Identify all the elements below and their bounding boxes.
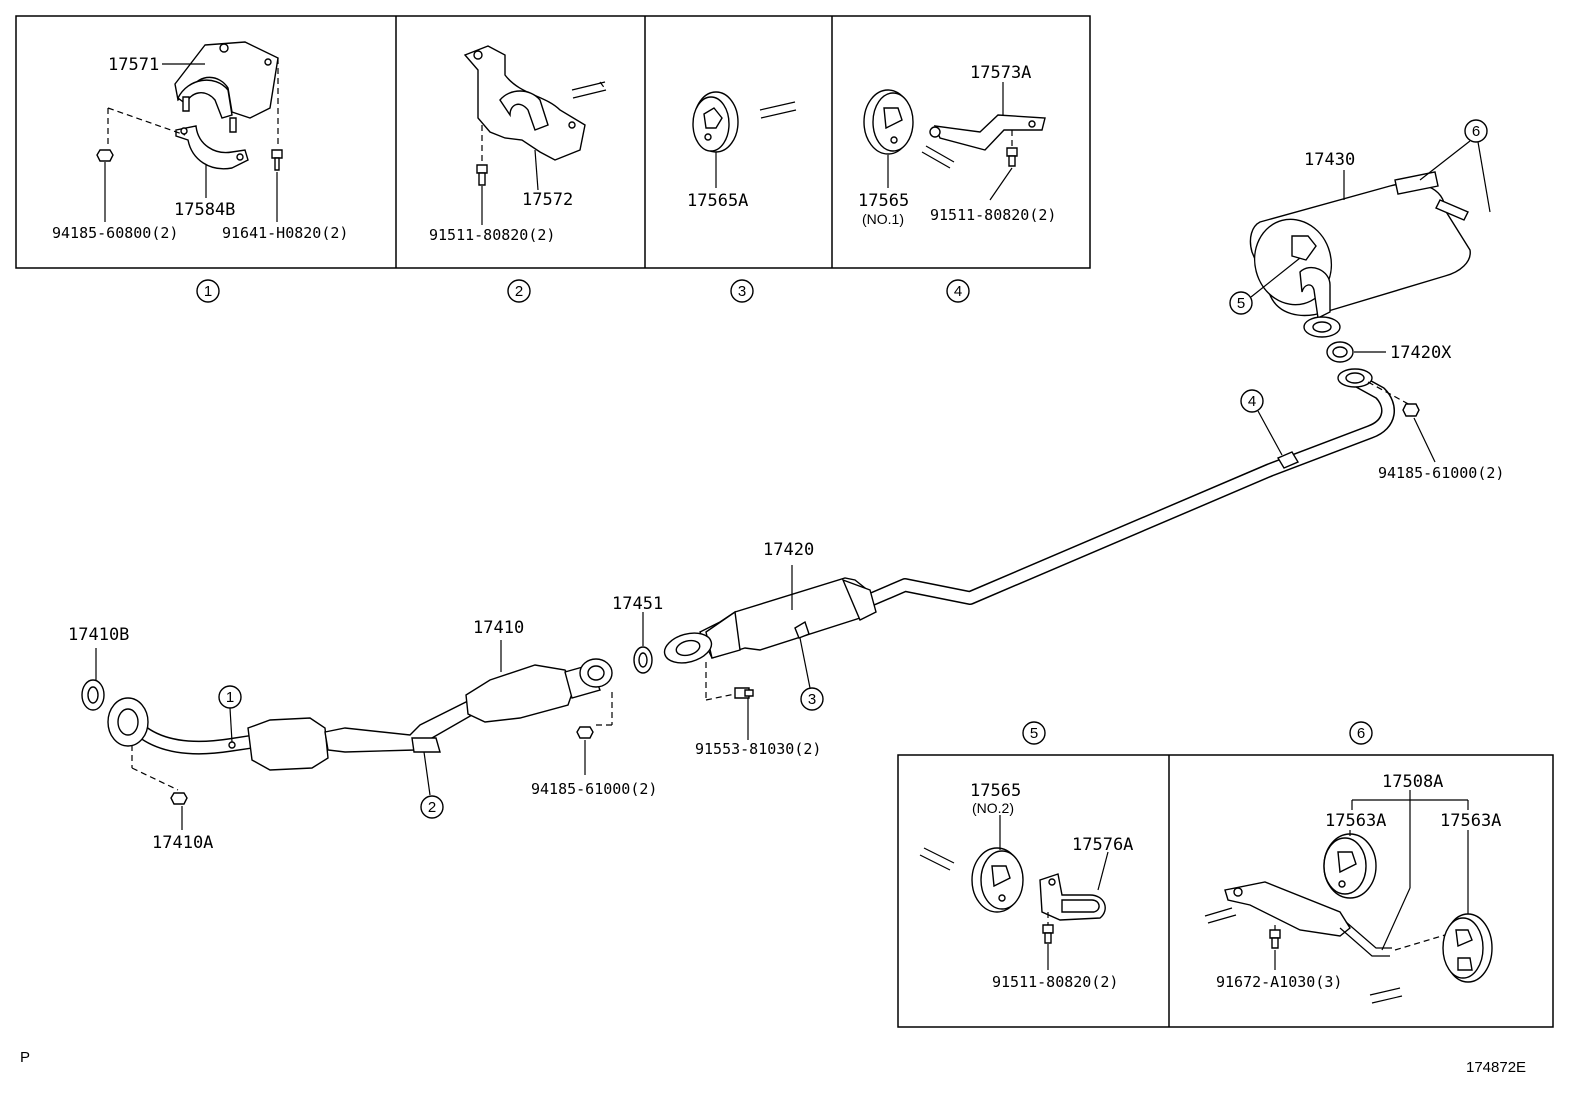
bottom-detail-panel — [897, 754, 1554, 1028]
lower-clamp-17584B-drawing — [175, 125, 249, 170]
fastener-label: 91641-H0820(2) — [222, 224, 348, 242]
callout-5-bottom: 5 — [1022, 721, 1046, 745]
svg-text:6: 6 — [1357, 725, 1365, 742]
fastener-label: 91511-80820(2) — [930, 206, 1056, 224]
callout-4-main: 4 — [1240, 389, 1283, 456]
figure-id: 174872E — [1466, 1059, 1526, 1076]
part-label: 17565 — [858, 191, 909, 211]
callout-2-main: 2 — [420, 795, 444, 819]
part-note: (NO.1) — [862, 211, 904, 227]
callout-3-top: 3 — [730, 279, 754, 303]
fastener-label: 91511-80820(2) — [992, 973, 1118, 991]
callout-5-main: 5 — [1229, 257, 1301, 315]
callout-1-top: 1 — [196, 279, 220, 303]
svg-text:4: 4 — [1248, 393, 1256, 410]
svg-text:2: 2 — [515, 283, 523, 300]
detail-box-1: 17571 17584B 94185-60800(2) 91641-H0820(… — [52, 41, 348, 242]
part-label: 17571 — [108, 55, 159, 75]
part-label: 17565 — [970, 781, 1021, 801]
front-flange-drawing — [107, 697, 149, 747]
callout-6-bottom: 6 — [1349, 721, 1373, 745]
callout-3-main: 3 — [800, 687, 824, 711]
gasket-17451-drawing — [633, 612, 653, 674]
bracket-17508A-drawing — [1224, 881, 1392, 957]
part-label: 17565A — [687, 191, 748, 211]
svg-text:5: 5 — [1237, 295, 1245, 312]
fastener-label: 91672-A1030(3) — [1216, 973, 1342, 991]
front-pipe-17410-drawing — [123, 658, 613, 771]
part-label: 17420X — [1390, 343, 1452, 363]
nut-drawing — [170, 792, 188, 805]
svg-text:2: 2 — [428, 799, 436, 816]
bracket-17576A-drawing — [1039, 873, 1106, 921]
detail-box-4: 17573A 17565 (NO.1) 91511-80820(2) — [858, 63, 1056, 227]
hanger-17565A-drawing — [692, 91, 739, 153]
bolt-drawing — [182, 96, 190, 112]
svg-text:6: 6 — [1472, 123, 1480, 140]
svg-text:1: 1 — [226, 689, 234, 706]
svg-text:5: 5 — [1030, 725, 1038, 742]
part-label: 17563A — [1325, 811, 1386, 831]
detail-box-6: 17508A 17563A 17563A 91672-A1030(3) — [1204, 772, 1501, 1004]
bolt-flange-drawing — [271, 149, 283, 171]
hanger-17563A-left-drawing — [1323, 833, 1377, 899]
fastener-label: 94185-61000(2) — [531, 780, 657, 798]
part-label: 17410 — [473, 618, 524, 638]
callout-2-top: 2 — [507, 279, 531, 303]
part-label: 17572 — [522, 190, 573, 210]
part-label: 17430 — [1304, 150, 1355, 170]
gasket-17420X-drawing — [1326, 341, 1386, 363]
gasket-17410B-drawing — [81, 648, 105, 711]
part-label: 17584B — [174, 200, 235, 220]
bracket-17573A-drawing — [929, 114, 1046, 151]
detail-box-3: 17565A — [687, 91, 797, 211]
detail-box-2: 17572 91511-80820(2) — [429, 45, 607, 244]
hanger-17565-no2-drawing — [971, 847, 1024, 913]
bolt-drawing — [229, 117, 237, 133]
svg-text:1: 1 — [204, 283, 212, 300]
part-label: 17563A — [1440, 811, 1501, 831]
muffler-17430-drawing — [1249, 171, 1471, 338]
fastener-label: 91553-81030(2) — [695, 740, 821, 758]
part-label: 17410A — [152, 833, 213, 853]
top-detail-panel — [15, 15, 1091, 269]
part-note: (NO.2) — [972, 800, 1014, 816]
nut-drawing — [576, 726, 594, 739]
corner-mark: P — [20, 1049, 30, 1066]
detail-box-5: 17565 (NO.2) 17576A 91511-80820(2) — [919, 781, 1133, 991]
nut-drawing — [1402, 403, 1420, 417]
svg-text:3: 3 — [808, 691, 816, 708]
fastener-label: 91511-80820(2) — [429, 226, 555, 244]
part-label: 17451 — [612, 594, 663, 614]
part-label: 17410B — [68, 625, 129, 645]
upper-bracket-17571-drawing — [174, 41, 279, 119]
tailpipe-drawing — [863, 368, 1395, 607]
callout-6-main: 6 — [1419, 119, 1491, 213]
center-pipe-17420-drawing — [663, 577, 877, 664]
fastener-label: 94185-60800(2) — [52, 224, 178, 242]
hanger-17563A-right-drawing — [1442, 913, 1493, 983]
fastener-label: 94185-61000(2) — [1378, 464, 1504, 482]
bolt-drawing — [734, 687, 754, 699]
hanger-17565-no1-drawing — [863, 89, 914, 155]
callout-4-top: 4 — [946, 279, 970, 303]
svg-text:3: 3 — [738, 283, 746, 300]
svg-text:4: 4 — [954, 283, 962, 300]
part-label: 17573A — [970, 63, 1031, 83]
part-label: 17576A — [1072, 835, 1133, 855]
nut-drawing — [96, 149, 114, 162]
part-label: 17420 — [763, 540, 814, 560]
part-label: 17508A — [1382, 772, 1443, 792]
callout-1-main: 1 — [218, 685, 242, 743]
